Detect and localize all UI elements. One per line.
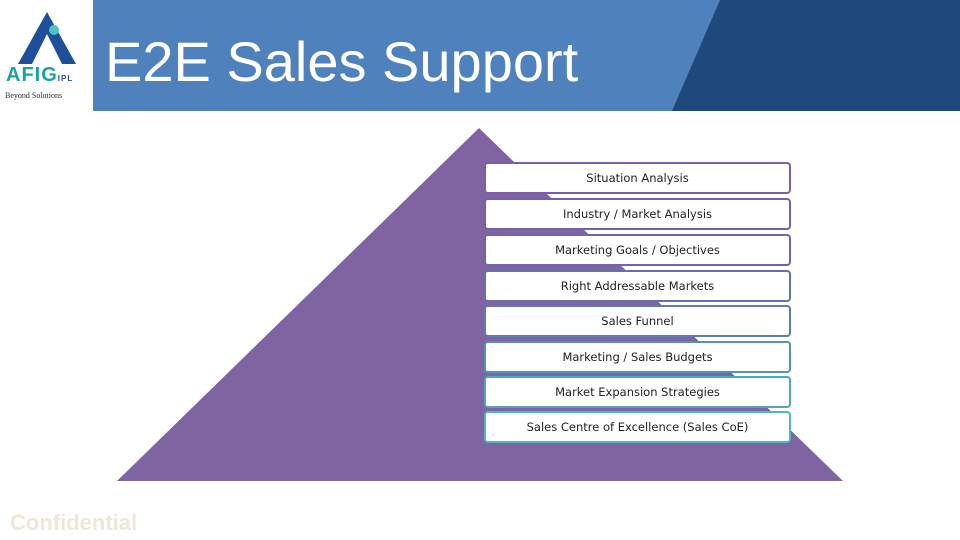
pyramid-item: Marketing / Sales Budgets xyxy=(484,341,791,373)
logo-text: AFIG xyxy=(6,64,58,86)
pyramid-item: Right Addressable Markets xyxy=(484,270,791,302)
logo-a-icon xyxy=(18,12,76,64)
logo-suffix: IPL xyxy=(57,74,74,83)
page-title: E2E Sales Support xyxy=(105,30,579,93)
pyramid-item: Market Expansion Strategies xyxy=(484,376,791,408)
header-band xyxy=(93,0,960,111)
pyramid-item: Sales Centre of Excellence (Sales CoE) xyxy=(484,411,791,443)
pyramid-item: Situation Analysis xyxy=(484,162,791,194)
pyramid-item: Sales Funnel xyxy=(484,305,791,337)
company-logo: AFIGIPL Beyond Solutions xyxy=(0,0,93,111)
logo-tagline: Beyond Solutions xyxy=(5,91,63,100)
confidential-label: Confidential xyxy=(10,510,138,535)
pyramid-item: Marketing Goals / Objectives xyxy=(484,234,791,266)
pyramid-item: Industry / Market Analysis xyxy=(484,198,791,230)
